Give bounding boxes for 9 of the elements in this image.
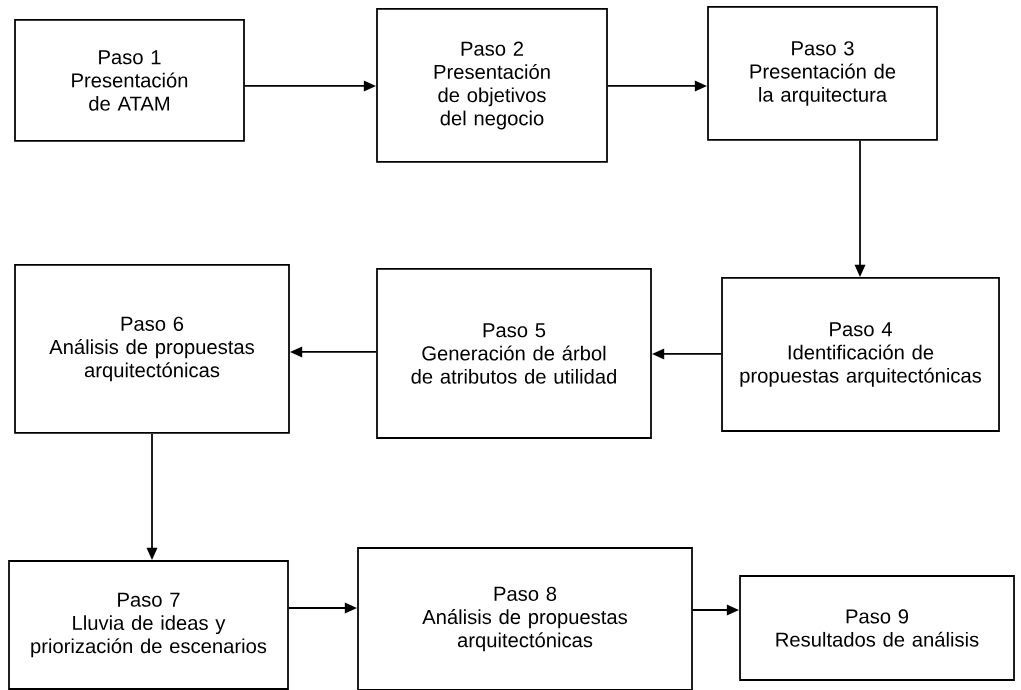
process-box: Paso 7 Lluvia de ideas y priorización de escenarios xyxy=(8,560,289,690)
process-box: Paso 1 Presentación de ATAM xyxy=(14,19,245,142)
process-box: Paso 5 Generación de árbol de atributos de utilidad xyxy=(376,268,652,439)
process-box: Paso 9 Resultados de análisis xyxy=(739,575,1015,681)
process-box: Paso 6 Análisis de propuestas arquitectónicas xyxy=(14,264,290,434)
process-box: Paso 3 Presentación de la arquitectura xyxy=(707,6,938,141)
process-box: Paso 4 Identificación de propuestas arquitectónicas xyxy=(721,277,1000,432)
process-box: Paso 2 Presentación de objetivos del negocio xyxy=(376,8,608,163)
process-box: Paso 8 Análisis de propuestas arquitectónicas xyxy=(357,547,693,690)
